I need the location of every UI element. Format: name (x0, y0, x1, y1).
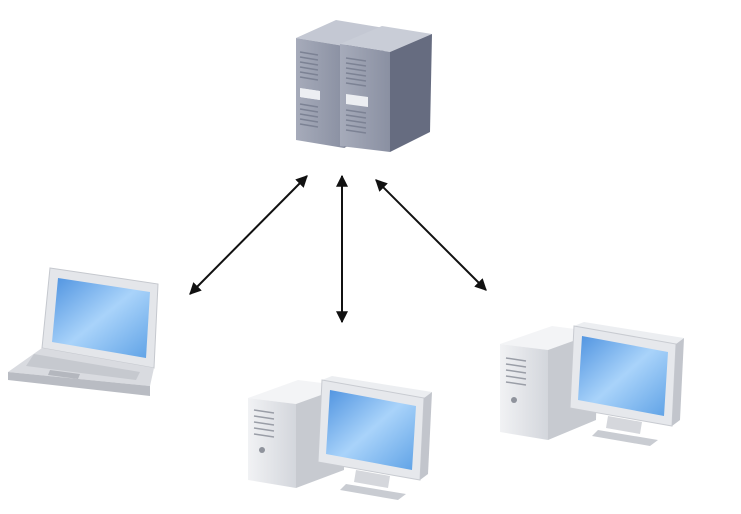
server-icon (296, 20, 432, 152)
edge-server-laptop (189, 175, 308, 295)
desktop-icon (500, 322, 684, 446)
edge-server-desktop-right (375, 179, 487, 291)
desktop-icon (248, 376, 432, 500)
laptop-icon (8, 267, 159, 396)
